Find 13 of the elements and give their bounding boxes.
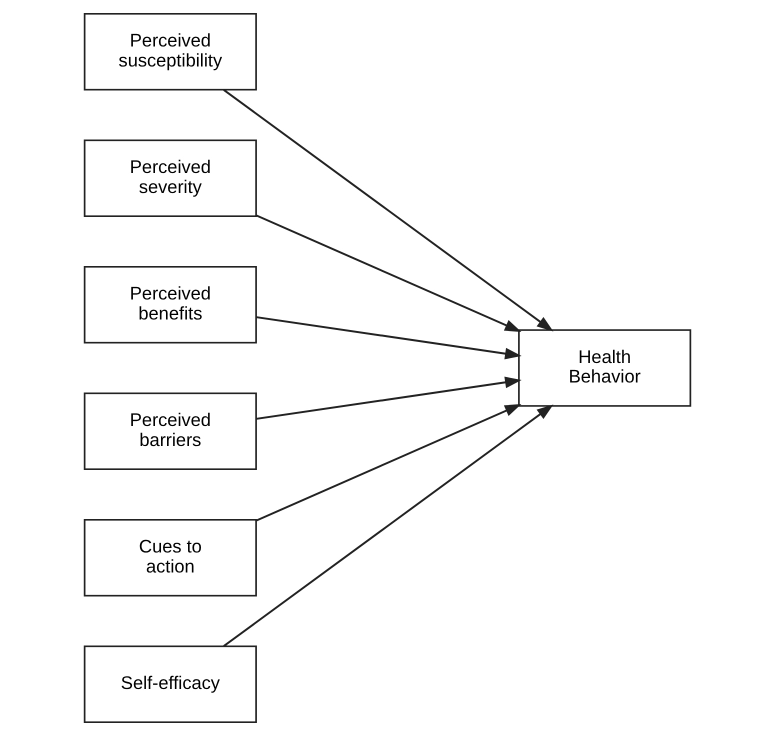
node-box: Perceived benefits	[84, 266, 257, 344]
node-box: Perceived barriers	[84, 392, 257, 470]
arrow	[256, 404, 522, 522]
node-box: Cues to action	[84, 518, 257, 597]
node-box: Health Behavior	[518, 329, 692, 407]
arrow	[223, 89, 554, 332]
arrow	[256, 376, 522, 420]
arrow	[256, 316, 522, 360]
node-box: Perceived susceptibility	[84, 12, 257, 91]
arrow	[223, 404, 554, 647]
node-box: Perceived severity	[84, 139, 257, 218]
node-box: Self-efficacy	[84, 645, 257, 724]
arrow	[256, 214, 522, 332]
